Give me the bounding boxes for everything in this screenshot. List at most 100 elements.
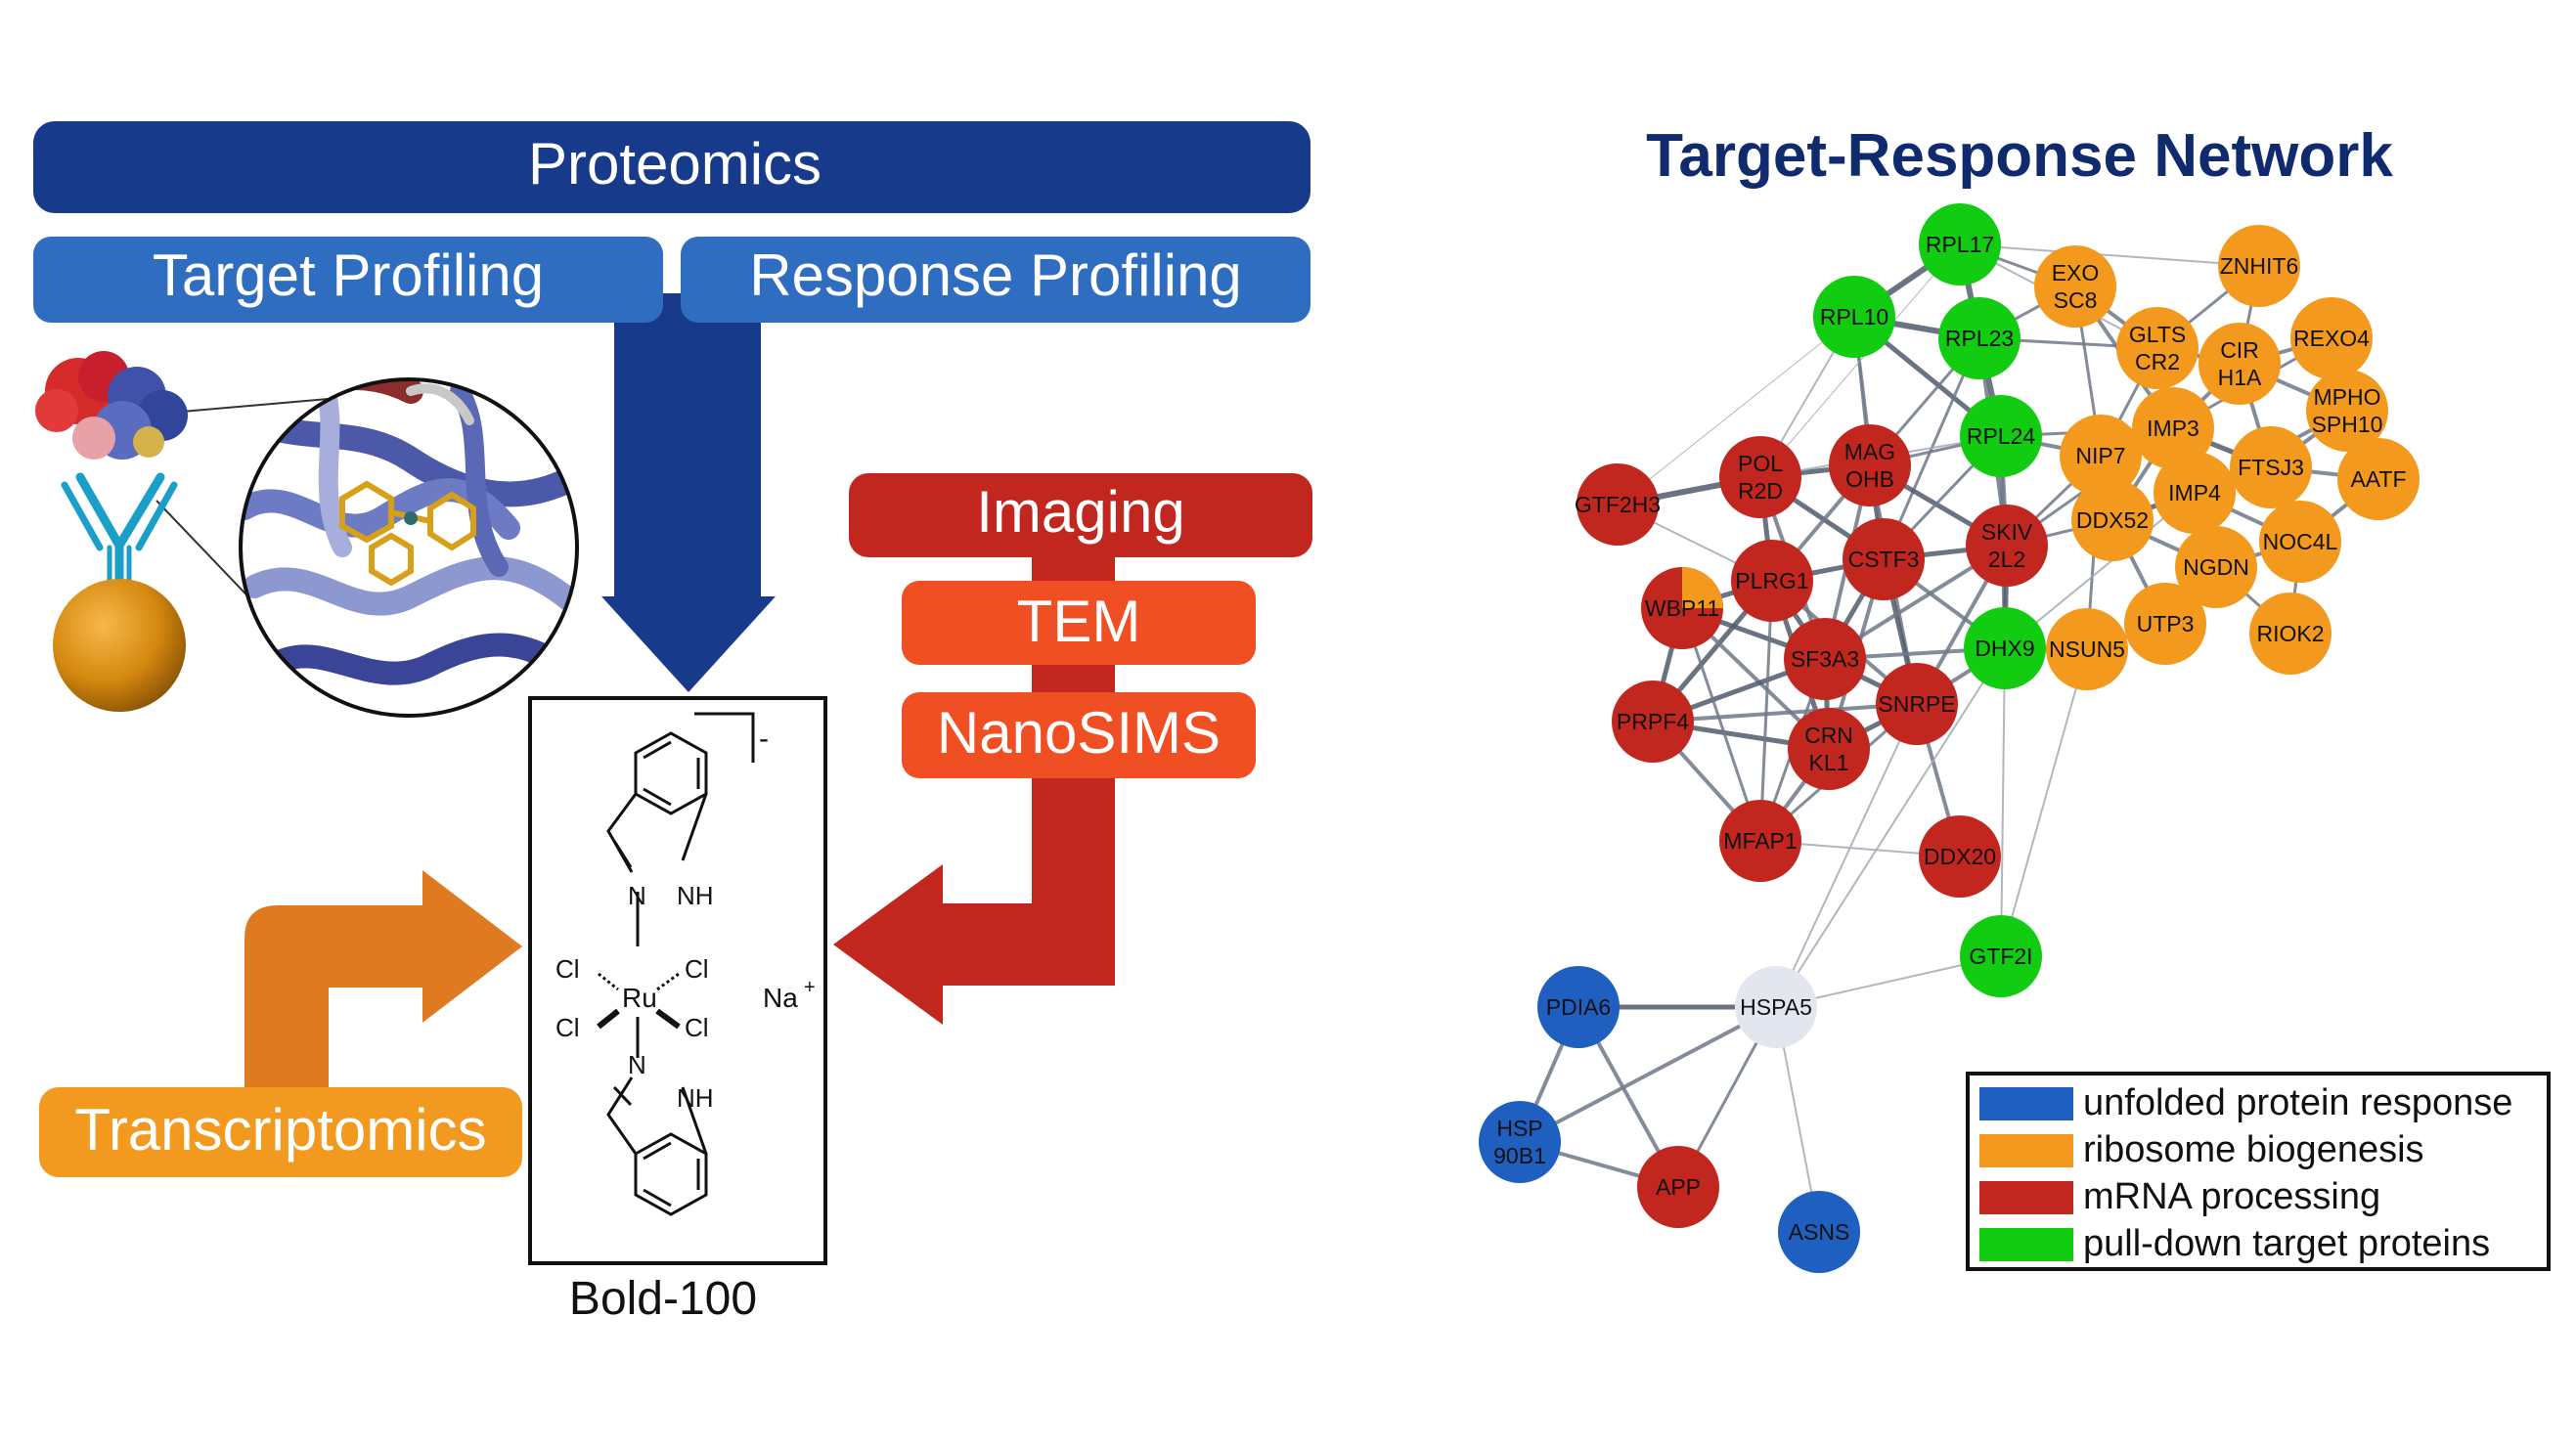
network-node-imp4: IMP4 [2154, 452, 2236, 534]
network-panel: Target-Response Network RPL17RPL10RPL23R… [1479, 122, 2551, 1273]
response-profiling-label: Response Profiling [749, 242, 1242, 308]
network-node-snrpe: SNRPE [1876, 663, 1958, 745]
proteomics-title: Proteomics [528, 131, 822, 197]
network-node-utp3: UTP3 [2124, 583, 2206, 665]
network-node-ddx52: DDX52 [2071, 479, 2154, 561]
antibody-bead-illustration [35, 351, 363, 712]
network-node-label: MPHO [2314, 384, 2381, 410]
network-node-label: AATF [2350, 466, 2406, 492]
network-node-ftsj3: FTSJ3 [2230, 426, 2312, 508]
network-node-label: GTF2H3 [1575, 492, 1661, 517]
network-node-label: WBP11 [1645, 595, 1719, 621]
network-node-label: IMP4 [2168, 480, 2221, 505]
network-node-label: CRN [1804, 723, 1853, 748]
network-node-rpl17: RPL17 [1919, 203, 2001, 285]
chloride-2: Cl [685, 954, 709, 984]
bound-protein-illustration [35, 351, 188, 460]
network-edge [1519, 1005, 1777, 1144]
network-edge [1652, 702, 1918, 724]
network-node-label: CIR [2220, 337, 2259, 363]
network-node-label: RPL17 [1926, 232, 1994, 257]
network-node-label: PLRG1 [1735, 568, 1808, 593]
network-node-pdia6: PDIA6 [1537, 966, 1620, 1048]
lower-indazole [606, 1076, 708, 1216]
network-node-label: RPL24 [1967, 423, 2036, 449]
network-node-mfap1: MFAP1 [1719, 800, 1801, 882]
anion-charge: - [759, 723, 769, 755]
workflow-panel: Proteomics Target Profiling Response Pro… [33, 121, 1312, 1325]
network-node-label: ZNHIT6 [2220, 253, 2299, 279]
legend-swatch [1979, 1228, 2073, 1261]
tem-label: TEM [1017, 589, 1141, 654]
sodium-counterion: Na [763, 983, 798, 1013]
network-node-ddx20: DDX20 [1919, 815, 2001, 898]
network-node-label: DHX9 [1975, 636, 2034, 661]
network-node-rpl24: RPL24 [1960, 395, 2042, 477]
network-edge [1959, 243, 2260, 267]
protein-structure-zoom [239, 377, 579, 718]
network-node-app: APP [1637, 1146, 1719, 1228]
network-node-label: APP [1656, 1174, 1701, 1200]
network-node-nip7: NIP7 [2060, 415, 2142, 497]
network-node-label: 90B1 [1493, 1143, 1546, 1168]
network-node-label: POL [1738, 451, 1783, 476]
imaging-banner: Imaging [849, 473, 1312, 557]
tem-box: TEM [902, 581, 1256, 665]
upper-n: N [628, 881, 646, 910]
network-node-rpl10: RPL10 [1813, 276, 1895, 358]
legend-label: pull-down target proteins [2083, 1223, 2490, 1264]
network-node-asns: ASNS [1778, 1191, 1860, 1273]
network-node-label: SC8 [2054, 287, 2098, 313]
transcriptomics-label: Transcriptomics [74, 1097, 486, 1163]
ru-cl-bonds [597, 972, 681, 1058]
network-node-label: UTP3 [2137, 611, 2195, 637]
network-node-wbp11: WBP11 [1641, 567, 1723, 649]
network-node-label: CSTF3 [1848, 547, 1920, 572]
network-node-plrg1: PLRG1 [1731, 540, 1813, 622]
network-node-rpl23: RPL23 [1938, 297, 2021, 379]
upper-indazole [606, 731, 708, 946]
network-node-label: H1A [2218, 365, 2262, 390]
network-node-label: NGDN [2183, 554, 2249, 580]
network-node-label: SNRPE [1878, 691, 1955, 717]
network-node-label: RIOK2 [2256, 621, 2324, 646]
network-node-label: GLTS [2129, 322, 2186, 347]
network-edge [1617, 316, 1855, 505]
network-node-label: CR2 [2135, 349, 2180, 374]
network-edge [1775, 703, 1918, 1008]
network-node-label: NIP7 [2075, 443, 2125, 468]
transcriptomics-box: Transcriptomics [39, 1087, 522, 1177]
charge-bracket [694, 712, 755, 763]
bold-100-structure: - N NH Ru Cl Cl Cl Cl [528, 696, 827, 1265]
network-edge [2000, 647, 2006, 957]
network-node-prpf4: PRPF4 [1612, 681, 1694, 763]
network-node-label: MAG [1844, 439, 1895, 464]
network-node-label: SKIV [1981, 519, 2033, 545]
network-node-label: IMP3 [2147, 416, 2199, 441]
network-edge [1775, 647, 2006, 1008]
network-node-noc4l: NOC4L [2259, 501, 2341, 583]
network-node-rexo4: REXO4 [2290, 297, 2373, 379]
network-nodes: RPL17RPL10RPL23RPL24DHX9GTF2IEXOSC8ZNHIT… [1479, 203, 2420, 1273]
network-node-hspa5: HSPA5 [1735, 966, 1817, 1048]
network-node-label: OHB [1845, 466, 1894, 492]
network-edge [1759, 243, 1961, 478]
network-node-dhx9: DHX9 [1964, 607, 2046, 689]
legend-swatch [1979, 1087, 2073, 1120]
network-edge [1758, 580, 1774, 842]
upper-nh: NH [677, 881, 714, 910]
network-node-riok2: RIOK2 [2249, 593, 2332, 675]
network-node-label: HSPA5 [1740, 994, 1812, 1020]
proteomics-banner: Proteomics [33, 121, 1310, 213]
